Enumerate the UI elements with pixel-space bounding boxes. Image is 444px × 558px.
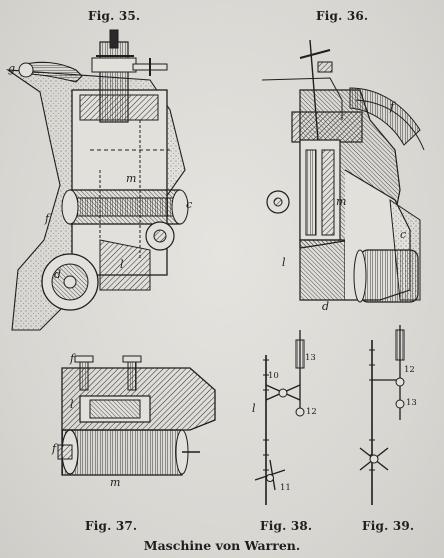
fig-37-label-m: m	[110, 476, 120, 489]
fig-39-label-13: 13	[406, 398, 417, 408]
fig-38-label-10: 10	[268, 371, 279, 381]
fig-36-label-d: d	[322, 300, 329, 313]
fig-36-label-c: c	[400, 228, 406, 241]
fig-35-label-g: g	[8, 62, 15, 75]
fig-39-label-12: 12	[404, 365, 415, 375]
fig-35-drawing	[6, 29, 189, 331]
fig-38-caption: Fig. 38.	[260, 519, 313, 533]
fig-35-label-f: f	[44, 212, 51, 225]
plate-title: Maschine von Warren.	[143, 538, 301, 553]
fig-39-drawing	[359, 325, 405, 505]
fig-38-label-13: 13	[305, 353, 316, 363]
fig-39-labels: 12 13	[404, 365, 417, 408]
fig-35-label-m: m	[126, 172, 136, 185]
fig-38-drawing	[254, 330, 305, 505]
fig-38-label-11: 11	[280, 483, 291, 493]
fig-38-labels: 10 13 12 l 11	[252, 353, 317, 493]
fig-37-label-f2: f	[51, 442, 58, 455]
fig-37-labels: f l f m	[51, 352, 120, 489]
fig-36-drawing	[261, 39, 425, 303]
fig-36-label-l: l	[282, 256, 286, 269]
fig-36-labels: f m c l d	[282, 100, 406, 313]
fig-39-caption: Fig. 39.	[362, 519, 415, 533]
fig-35-label-d: d	[54, 268, 61, 281]
fig-37-label-f: f	[69, 352, 76, 365]
fig-36-label-m: m	[336, 195, 346, 208]
fig-38-label-l: l	[252, 402, 256, 415]
fig-36-caption: Fig. 36.	[316, 9, 369, 23]
fig-37-label-l: l	[70, 398, 74, 411]
fig-38-label-12: 12	[306, 407, 317, 417]
fig-35-label-c: c	[186, 198, 192, 211]
fig-35-label-l: l	[120, 258, 124, 271]
fig-37-caption: Fig. 37.	[85, 519, 138, 533]
fig-37-drawing	[57, 355, 216, 476]
fig-36-label-f: f	[389, 100, 396, 113]
fig-35-caption: Fig. 35.	[88, 9, 141, 23]
fig-35-labels: g m f c d l	[8, 62, 192, 281]
